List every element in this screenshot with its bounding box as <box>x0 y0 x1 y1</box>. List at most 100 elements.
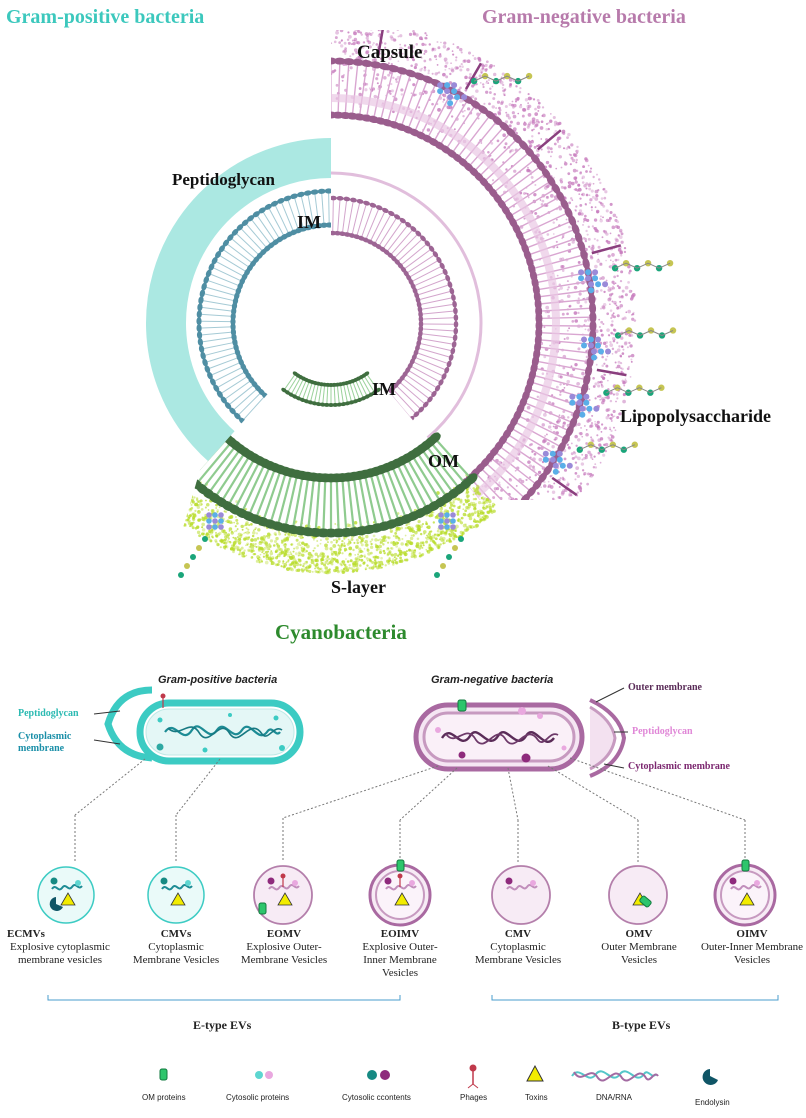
gram-positive-cell <box>94 690 300 761</box>
capsule-dot <box>553 503 556 506</box>
vesicle-protein-dot <box>75 880 81 886</box>
s-layer-dot <box>449 507 452 510</box>
s-layer-dot <box>401 538 403 540</box>
capsule-dot <box>618 287 621 290</box>
capsule-dot <box>429 43 431 45</box>
capsule-dot <box>525 540 528 543</box>
capsule-dot <box>530 443 533 446</box>
capsule-dot <box>415 33 418 36</box>
lps-core-sugar <box>578 275 584 281</box>
gn-im-tail <box>423 311 453 314</box>
s-layer-dot <box>356 565 358 567</box>
gn-im-tail <box>415 273 443 285</box>
gn-om-tail <box>542 308 589 311</box>
s-layer-dot <box>352 549 354 551</box>
capsule-dot <box>574 319 578 323</box>
capsule-dot <box>577 475 580 478</box>
capsule-dot <box>366 34 369 37</box>
capsule-dot <box>390 35 393 38</box>
capsule-dot <box>550 166 552 168</box>
capsule-dot <box>603 428 605 430</box>
s-layer-dot <box>218 544 220 546</box>
s-layer-dot <box>274 540 277 543</box>
capsule-dot <box>512 101 514 103</box>
capsule-dot <box>553 503 556 506</box>
capsule-dot <box>530 499 533 502</box>
s-layer-dot <box>171 507 174 510</box>
lps-o-antigen-sugar <box>670 327 676 333</box>
capsule-dot <box>567 289 569 291</box>
gp-peptidoglycan-layer <box>166 158 337 466</box>
capsule-dot <box>613 410 616 413</box>
s-layer-dot <box>278 560 281 563</box>
s-layer-dot <box>437 530 440 533</box>
s-layer-dot <box>227 540 230 543</box>
capsule-dot <box>409 33 412 36</box>
s-layer-dot <box>186 489 189 492</box>
s-layer-dot <box>256 532 258 534</box>
capsule-dot <box>537 105 541 109</box>
s-layer-dot <box>425 549 427 551</box>
capsule-dot <box>322 81 324 83</box>
capsule-dot <box>547 233 550 236</box>
s-layer-dot <box>423 544 425 546</box>
vesicle-abbr: OMV <box>594 928 684 941</box>
capsule-dot <box>440 42 442 44</box>
s-layer-dot <box>381 536 383 538</box>
capsule-dot <box>349 18 351 20</box>
vesicle-phage-head <box>281 874 286 879</box>
capsule-dot <box>511 104 514 107</box>
legend-cytosolic-contents: Cytosolic ccontents <box>342 1093 411 1102</box>
capsule-dot <box>559 258 562 261</box>
capsule-dot <box>602 216 604 218</box>
capsule-dot <box>558 501 561 504</box>
capsule-dot <box>464 76 468 80</box>
s-layer-dot <box>287 560 289 562</box>
s-layer-dot <box>463 524 467 528</box>
capsule-dot <box>502 89 505 92</box>
capsule-dot <box>538 102 541 105</box>
gp-im-tail <box>228 245 251 262</box>
gp-im-tail <box>329 194 330 223</box>
s-layer-dot <box>387 562 390 565</box>
capsule-dot <box>574 311 578 315</box>
s-layer-dot <box>182 488 184 490</box>
capsule-dot <box>387 30 390 33</box>
vesicle-membrane <box>609 866 667 924</box>
s-layer-dot <box>321 570 323 572</box>
capsule-dot <box>586 356 589 359</box>
capsule-dot <box>550 194 554 198</box>
s-layer-dot <box>278 531 280 533</box>
s-layer-dot <box>229 530 231 532</box>
capsule-dot <box>577 184 580 187</box>
capsule-dot <box>485 91 488 94</box>
capsule-dot <box>524 121 526 123</box>
lps-o-antigen-sugar <box>471 78 477 84</box>
capsule-dot <box>601 356 604 359</box>
capsule-dot <box>326 30 328 32</box>
s-layer-dot <box>194 503 198 507</box>
capsule-dot <box>536 145 538 147</box>
capsule-dot <box>444 57 448 61</box>
s-layer-dot <box>173 500 176 503</box>
s-layer-dot <box>394 553 397 556</box>
capsule-dot <box>377 82 379 84</box>
capsule-dot <box>625 286 629 290</box>
s-layer-dot <box>429 535 431 537</box>
s-layer-dot <box>275 534 277 536</box>
s-layer-dot <box>228 516 231 519</box>
legend-icons <box>160 1065 718 1089</box>
capsule-dot <box>610 309 613 312</box>
s-layer-dot <box>323 564 326 567</box>
capsule-dot <box>324 21 326 23</box>
s-layer-dot <box>193 496 195 498</box>
capsule-dot <box>461 65 464 68</box>
outer-membrane-label: OM <box>428 451 459 472</box>
s-layer-dot <box>398 550 400 552</box>
s-layer-dot <box>173 504 176 507</box>
capsule-dot <box>391 28 393 30</box>
capsule-dot <box>532 514 535 517</box>
gp-im-head <box>196 310 202 318</box>
s-layer-dot <box>270 555 272 557</box>
s-layer-dot <box>366 557 369 560</box>
